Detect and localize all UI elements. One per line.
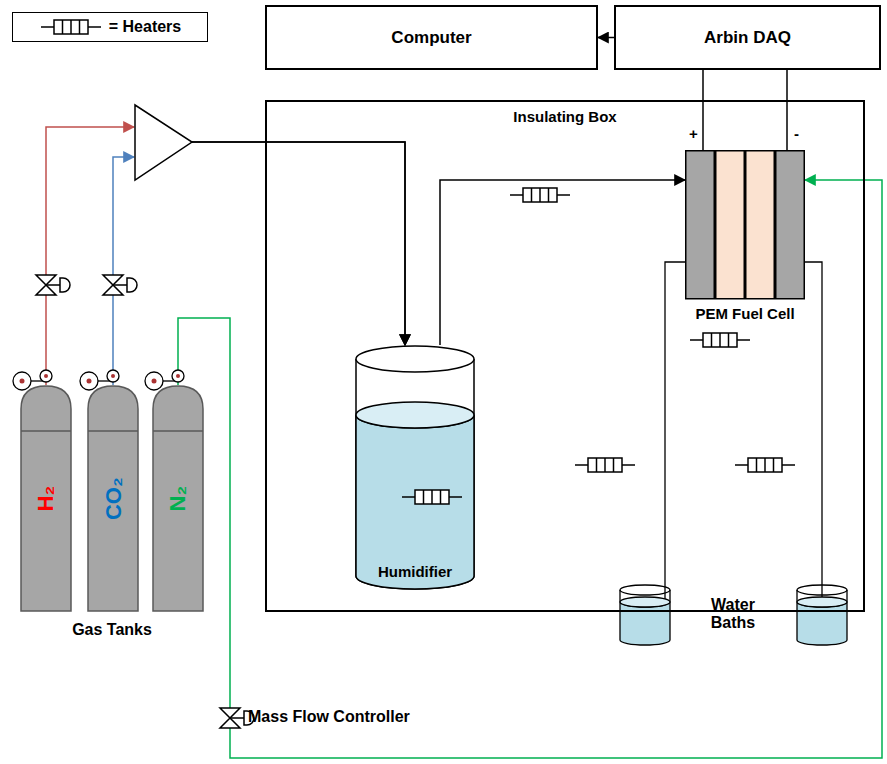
tank-body: [153, 386, 203, 611]
gas-label: CO₂: [100, 477, 125, 520]
valve-stem: [46, 284, 60, 286]
gas-label: N₂: [165, 486, 190, 512]
connector-line: [440, 180, 685, 345]
water-bath: [620, 585, 670, 645]
node-label: Insulating Box: [513, 108, 616, 125]
heater-symbol: [41, 20, 101, 34]
connector: [703, 70, 704, 150]
terminal-sign: -: [793, 126, 800, 143]
gauge: [172, 370, 184, 382]
computer-box: Computer: [265, 5, 598, 70]
cell-layer: [746, 151, 775, 299]
water-surface: [356, 402, 474, 428]
group-label: Gas Tanks: [47, 621, 177, 639]
gauge: [107, 370, 119, 382]
humidifier: Humidifier: [355, 345, 475, 590]
gauge: [40, 370, 52, 382]
cell-layer: [716, 151, 745, 299]
tank-shoulder: [21, 430, 71, 432]
cylinder-top: [356, 346, 474, 372]
valve-actuator: [127, 278, 137, 292]
fuel-cell: PEM Fuel Cell: [685, 150, 805, 322]
gas-mixer: [135, 105, 192, 180]
valve-actuator: [60, 278, 70, 292]
cell-layer: [686, 151, 715, 299]
water: [356, 415, 474, 589]
connector-line: [190, 142, 405, 345]
water-bath: [797, 585, 847, 645]
connector: [440, 180, 685, 345]
legend-box: = Heaters: [12, 12, 208, 42]
connector-line: [786, 70, 788, 150]
group-label: Water Baths: [701, 596, 765, 633]
node-label: Arbin DAQ: [704, 28, 791, 48]
cell-outline: [685, 150, 805, 322]
connector: [113, 142, 405, 385]
valve-stem: [113, 284, 127, 286]
tank-body: [21, 386, 71, 611]
tank-shoulder: [88, 430, 138, 432]
connector-line: [190, 142, 405, 345]
heater-symbol: [735, 458, 795, 472]
heater-symbol: [510, 188, 570, 202]
daq-box: Arbin DAQ: [614, 5, 881, 70]
heater-symbol: [402, 490, 462, 504]
valve-stem: [230, 717, 244, 719]
heater-symbol: [690, 333, 750, 347]
connector: [46, 127, 405, 385]
terminal-sign: +: [688, 126, 699, 143]
gas-label: H₂: [33, 486, 58, 512]
cell-layer: [776, 151, 805, 299]
node-label: Computer: [391, 28, 471, 48]
tank-shoulder: [153, 430, 203, 432]
connector-line: [46, 127, 134, 385]
connector-line: [702, 70, 704, 150]
connector: [787, 70, 788, 150]
gas-tank: CO₂: [87, 385, 139, 612]
legend-text: = Heaters: [109, 18, 182, 36]
gauge: [13, 372, 31, 390]
connector-line: [113, 157, 134, 385]
gas-tank: H₂: [20, 385, 72, 612]
tank-body: [88, 386, 138, 611]
gas-tank: N₂: [152, 385, 204, 612]
legend-swatch: [39, 18, 103, 36]
drain-line: [805, 262, 822, 612]
device-label: Mass Flow Controller: [248, 708, 438, 726]
gauge: [80, 372, 98, 390]
node-label: PEM Fuel Cell: [695, 305, 794, 322]
gauge: [145, 372, 163, 390]
connector-line: [598, 37, 614, 39]
node-label: Humidifier: [378, 563, 452, 580]
connector: [598, 37, 614, 38]
drain-line: [665, 262, 685, 612]
hum-outline: [355, 345, 475, 590]
heater-symbol: [575, 458, 635, 472]
cylinder-body: [356, 359, 474, 589]
insulating-box: Insulating BoxPEM Fuel CellHumidifier: [265, 100, 865, 612]
